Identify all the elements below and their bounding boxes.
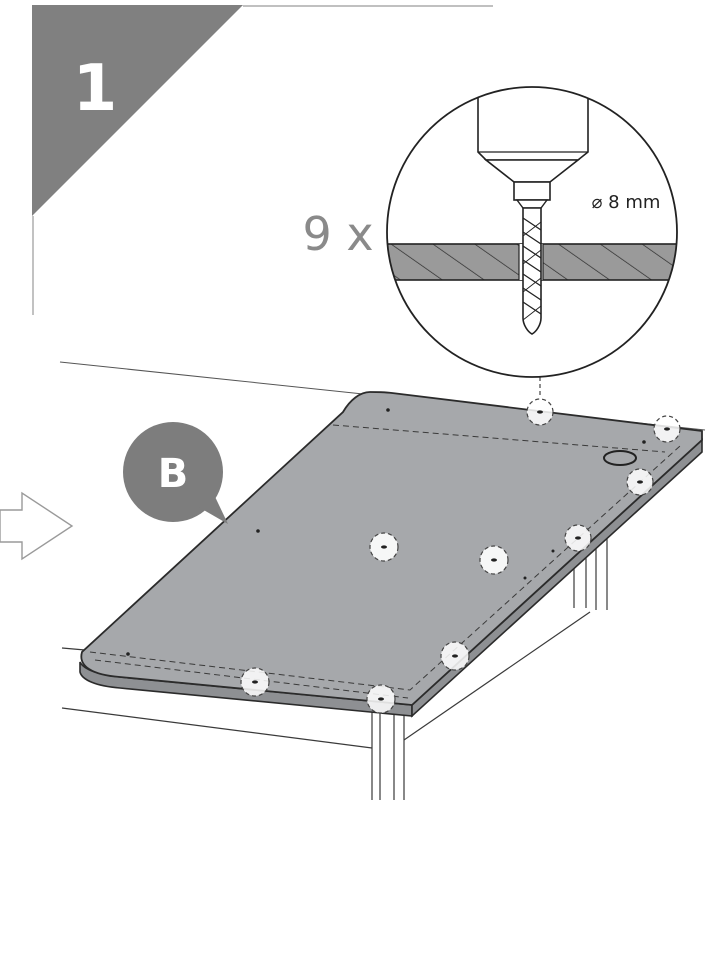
drill-hole-marker	[240, 667, 270, 697]
drill-hole-marker	[369, 532, 399, 562]
part-letter: B	[158, 451, 189, 497]
arrow-right-outline-icon	[0, 491, 74, 561]
drill-hole-marker	[564, 524, 592, 552]
drill-hole-marker	[366, 684, 396, 714]
drill-size-label: ⌀ 8 mm	[592, 192, 661, 213]
drill-hole-marker	[653, 415, 681, 443]
cable-hole	[603, 450, 637, 466]
drill-hole-marker	[440, 641, 470, 671]
drill-detail-view: ⌀ 8 mm	[386, 86, 678, 378]
drill-hole-markers	[240, 398, 681, 714]
step-badge: 1	[32, 5, 493, 315]
part-label-bubble: B	[123, 422, 228, 524]
drill-hole-marker	[626, 468, 654, 496]
step-number: 1	[73, 52, 118, 126]
hole-quantity-label: 9 x	[302, 207, 373, 261]
drill-hole-marker	[479, 545, 509, 575]
drill-hole-marker	[526, 398, 554, 426]
drill-bit-icon	[477, 87, 589, 335]
